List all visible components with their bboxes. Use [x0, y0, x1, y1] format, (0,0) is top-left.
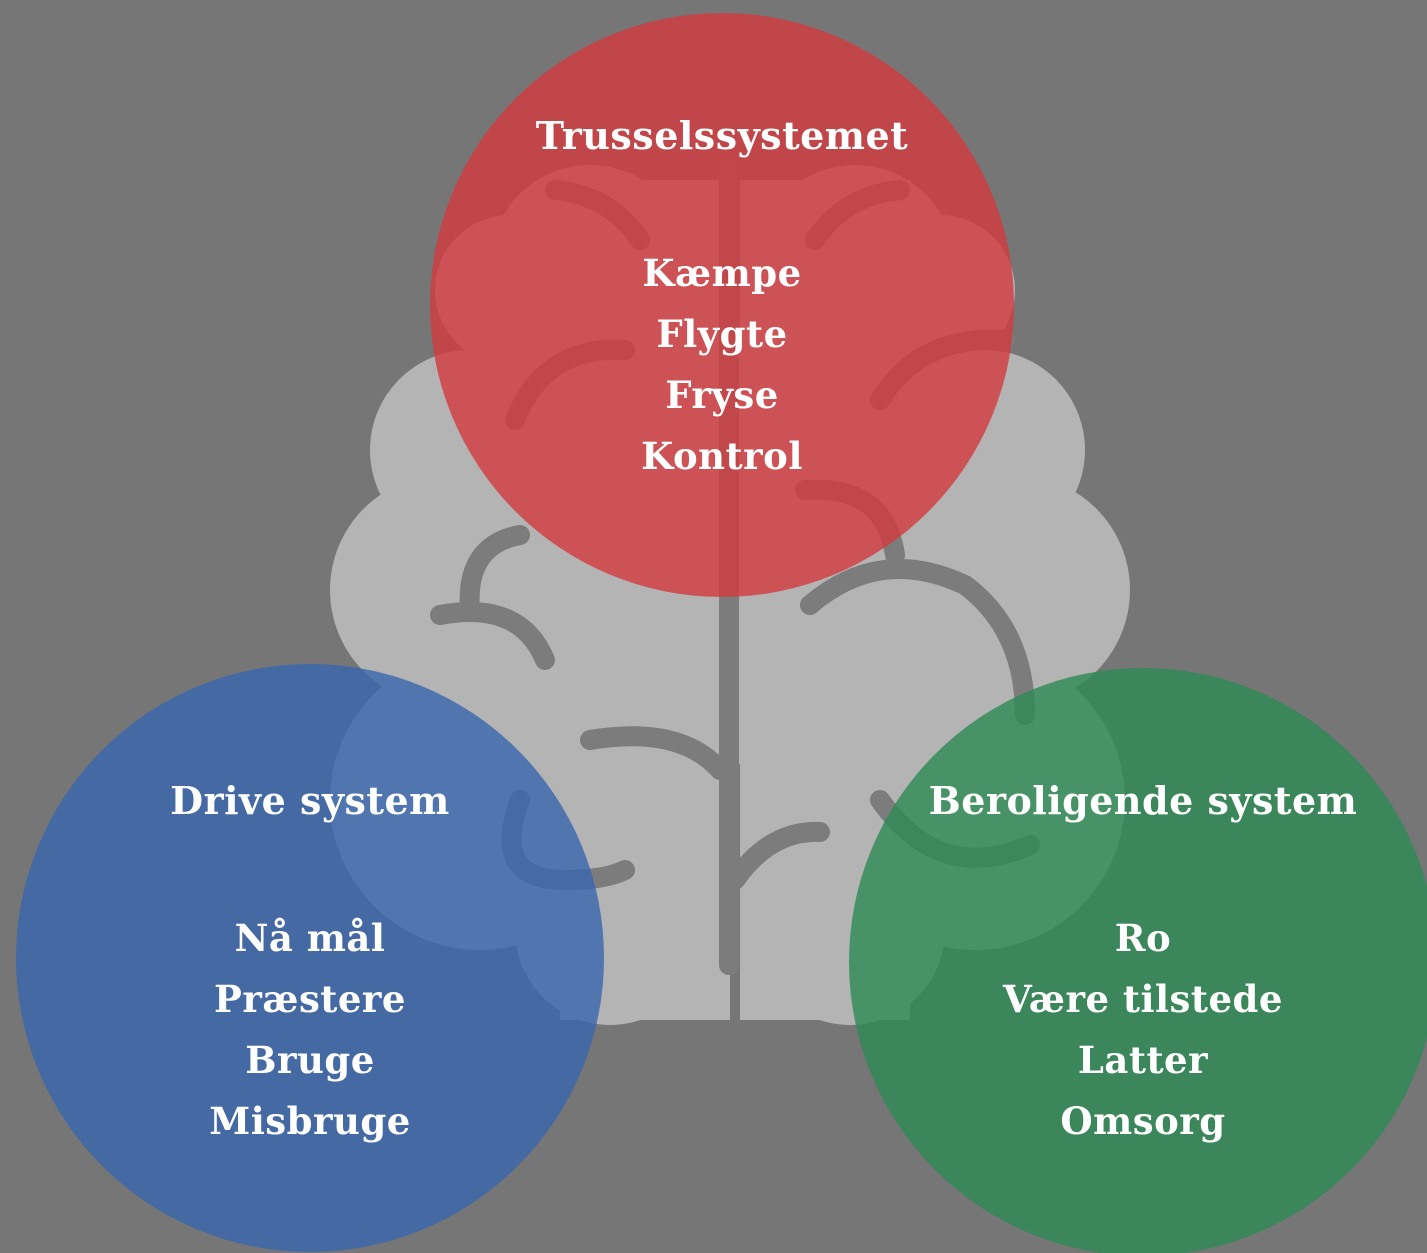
drive-system-circle [16, 664, 604, 1252]
drive-item: Bruge [245, 1038, 375, 1082]
drive-system-title: Drive system [170, 778, 450, 823]
threat-system-circle [430, 13, 1014, 597]
drive-item: Misbruge [209, 1099, 411, 1143]
soothing-item: Latter [1077, 1038, 1209, 1082]
soothing-item: Omsorg [1060, 1099, 1226, 1143]
threat-item: Fryse [665, 373, 779, 417]
soothing-system-title: Beroligende system [928, 778, 1358, 823]
soothing-item: Være tilstede [1003, 977, 1283, 1021]
threat-system-title: Trusselssystemet [535, 113, 909, 158]
soothing-system-items: Ro Være tilstede Latter Omsorg [1003, 908, 1283, 1152]
drive-item: Nå mål [234, 916, 386, 960]
soothing-item: Ro [1114, 916, 1172, 960]
threat-system-items: Kæmpe Flygte Fryse Kontrol [641, 243, 803, 487]
threat-item: Flygte [656, 312, 788, 356]
threat-item: Kontrol [641, 434, 803, 478]
threat-item: Kæmpe [642, 251, 802, 295]
drive-system-items: Nå mål Præstere Bruge Misbruge [209, 908, 411, 1152]
soothing-system-circle [849, 668, 1427, 1253]
drive-item: Præstere [214, 977, 406, 1021]
